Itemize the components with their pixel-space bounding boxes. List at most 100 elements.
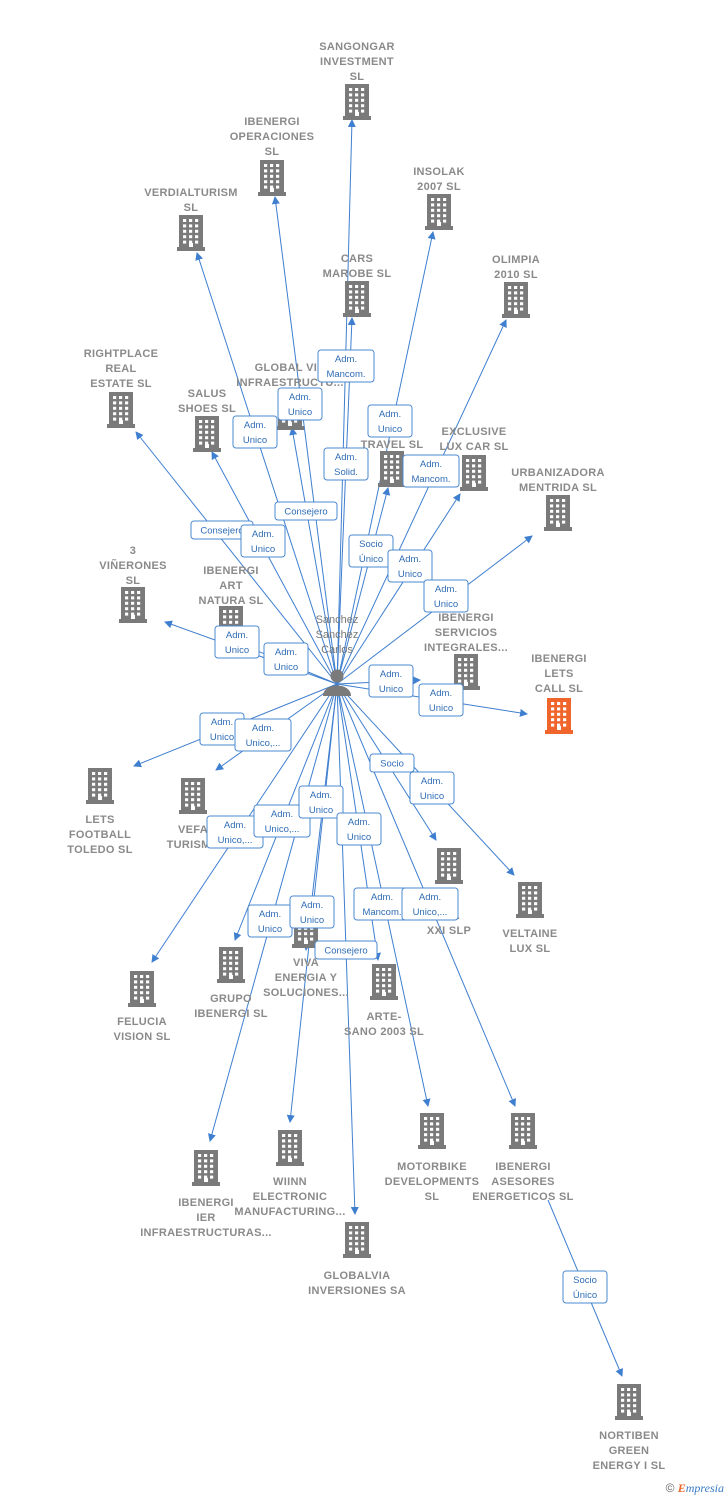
relation-badge[interactable]: Adm.Unico [298,785,344,819]
building-icon [276,1130,304,1166]
company-node-ibenergi-ier[interactable]: IBENERGIIERINFRAESTRUCTURAS... [140,1150,272,1239]
company-node-felucia[interactable]: FELUCIA VISION SL [113,971,170,1043]
relation-badge[interactable]: Adm.Unico [336,812,382,846]
relation-badge[interactable]: Adm.Unico [367,404,413,438]
company-label-line: FELUCIA [117,1016,167,1028]
relation-badge[interactable]: Adm.Unico,... [253,804,311,838]
company-label-line: SL [425,1191,440,1203]
company-node-arte-sano[interactable]: ARTE-SANO 2003 SL [344,964,424,1038]
footer-brand[interactable]: © Empresia [666,1481,724,1496]
relation-badge[interactable]: Socio [369,753,415,773]
company-label-line: LUX SL [510,943,551,955]
building-icon [502,282,530,318]
building-icon [86,768,114,804]
relation-badge[interactable]: Adm.Unico [423,579,469,613]
person-name-line: Sanchez [316,629,359,641]
edge-to-global-via [289,427,338,685]
company-label-line: SERVICIOS [435,627,497,639]
relation-badge[interactable]: Adm.Mancom. [317,349,375,383]
relation-badge[interactable]: Adm.Solid. [323,447,369,481]
relation-badge[interactable]: Adm.Unico [247,904,293,938]
relation-label: Unico [251,544,275,555]
company-label-line: LETS [544,668,573,680]
company-label-line: CALL SL [535,683,583,695]
building-icon [128,971,156,1007]
person-name-line: Carlos [321,644,353,656]
relation-badge[interactable]: Adm.Mancom. [402,454,460,488]
relation-badge[interactable]: Adm.Mancom. [353,887,411,921]
relation-badge[interactable]: Adm.Unico [240,524,286,558]
building-icon [452,654,480,690]
company-node-wiinn[interactable]: WIINNELECTRONICMANUFACTURING... [234,1130,345,1218]
relation-label: Mancom. [411,474,450,485]
company-node-ibenergi-servicios[interactable]: IBENERGISERVICIOSINTEGRALES... [424,612,508,690]
building-icon [343,1222,371,1258]
relation-label: Adm. [310,790,332,801]
relation-badge[interactable]: Adm.Unico [387,549,433,583]
relation-badge[interactable]: Adm.Unico [409,771,455,805]
relation-badge[interactable]: Adm.Unico,... [234,718,292,752]
edge-to-salus [211,451,338,685]
company-label-line: VISION SL [113,1031,170,1043]
building-icon [435,848,463,884]
relation-label: Unico [434,599,458,610]
relation-badge[interactable]: Adm.Unico [277,387,323,421]
relation-label: Consejero [284,507,327,518]
relation-badge[interactable]: Adm.Unico [214,625,260,659]
relation-badge[interactable]: Adm.Unico [263,642,309,676]
building-icon [509,1113,537,1149]
company-label-line: IBENERGI SL [194,1008,268,1020]
relation-label: Socio [380,759,404,770]
company-label-line: DEVELOPMENTS [385,1176,480,1188]
relation-label: Unico [300,915,324,926]
company-label-line: MENTRIDA SL [519,482,597,494]
relation-label: Unico [347,832,371,843]
relation-label: Unico [225,645,249,656]
relation-badge[interactable]: Adm.Unico [418,683,464,717]
company-node-travel[interactable]: TRAVEL SL [361,439,424,487]
company-label-line: SL [184,202,199,214]
relation-label: Adm. [252,723,274,734]
company-label-line: INFRAESTRUCTU... [236,377,343,389]
company-label-line: ASESORES [491,1176,555,1188]
relation-badge[interactable]: Adm.Unico [368,664,414,698]
relation-badge[interactable]: Consejero [314,940,378,960]
relation-badge[interactable]: Adm.Unico [232,415,278,449]
relation-badge[interactable]: Adm.Unico,... [401,887,459,921]
building-icon [425,194,453,230]
building-icon [258,160,286,196]
relation-badge[interactable]: Consejero [274,501,338,521]
relation-label: Unico,... [218,835,253,846]
edge-to-ibenergi-operaciones [271,196,338,685]
relation-badge[interactable]: Adm.Unico [289,895,335,929]
building-icon [370,964,398,1000]
company-label-line: GLOBAL VIA [255,362,326,374]
company-label-line: XXI SLP [427,925,471,937]
company-label-line: REAL [105,363,136,375]
company-label-line: IER [196,1212,215,1224]
company-label-line: WIINN [273,1176,307,1188]
